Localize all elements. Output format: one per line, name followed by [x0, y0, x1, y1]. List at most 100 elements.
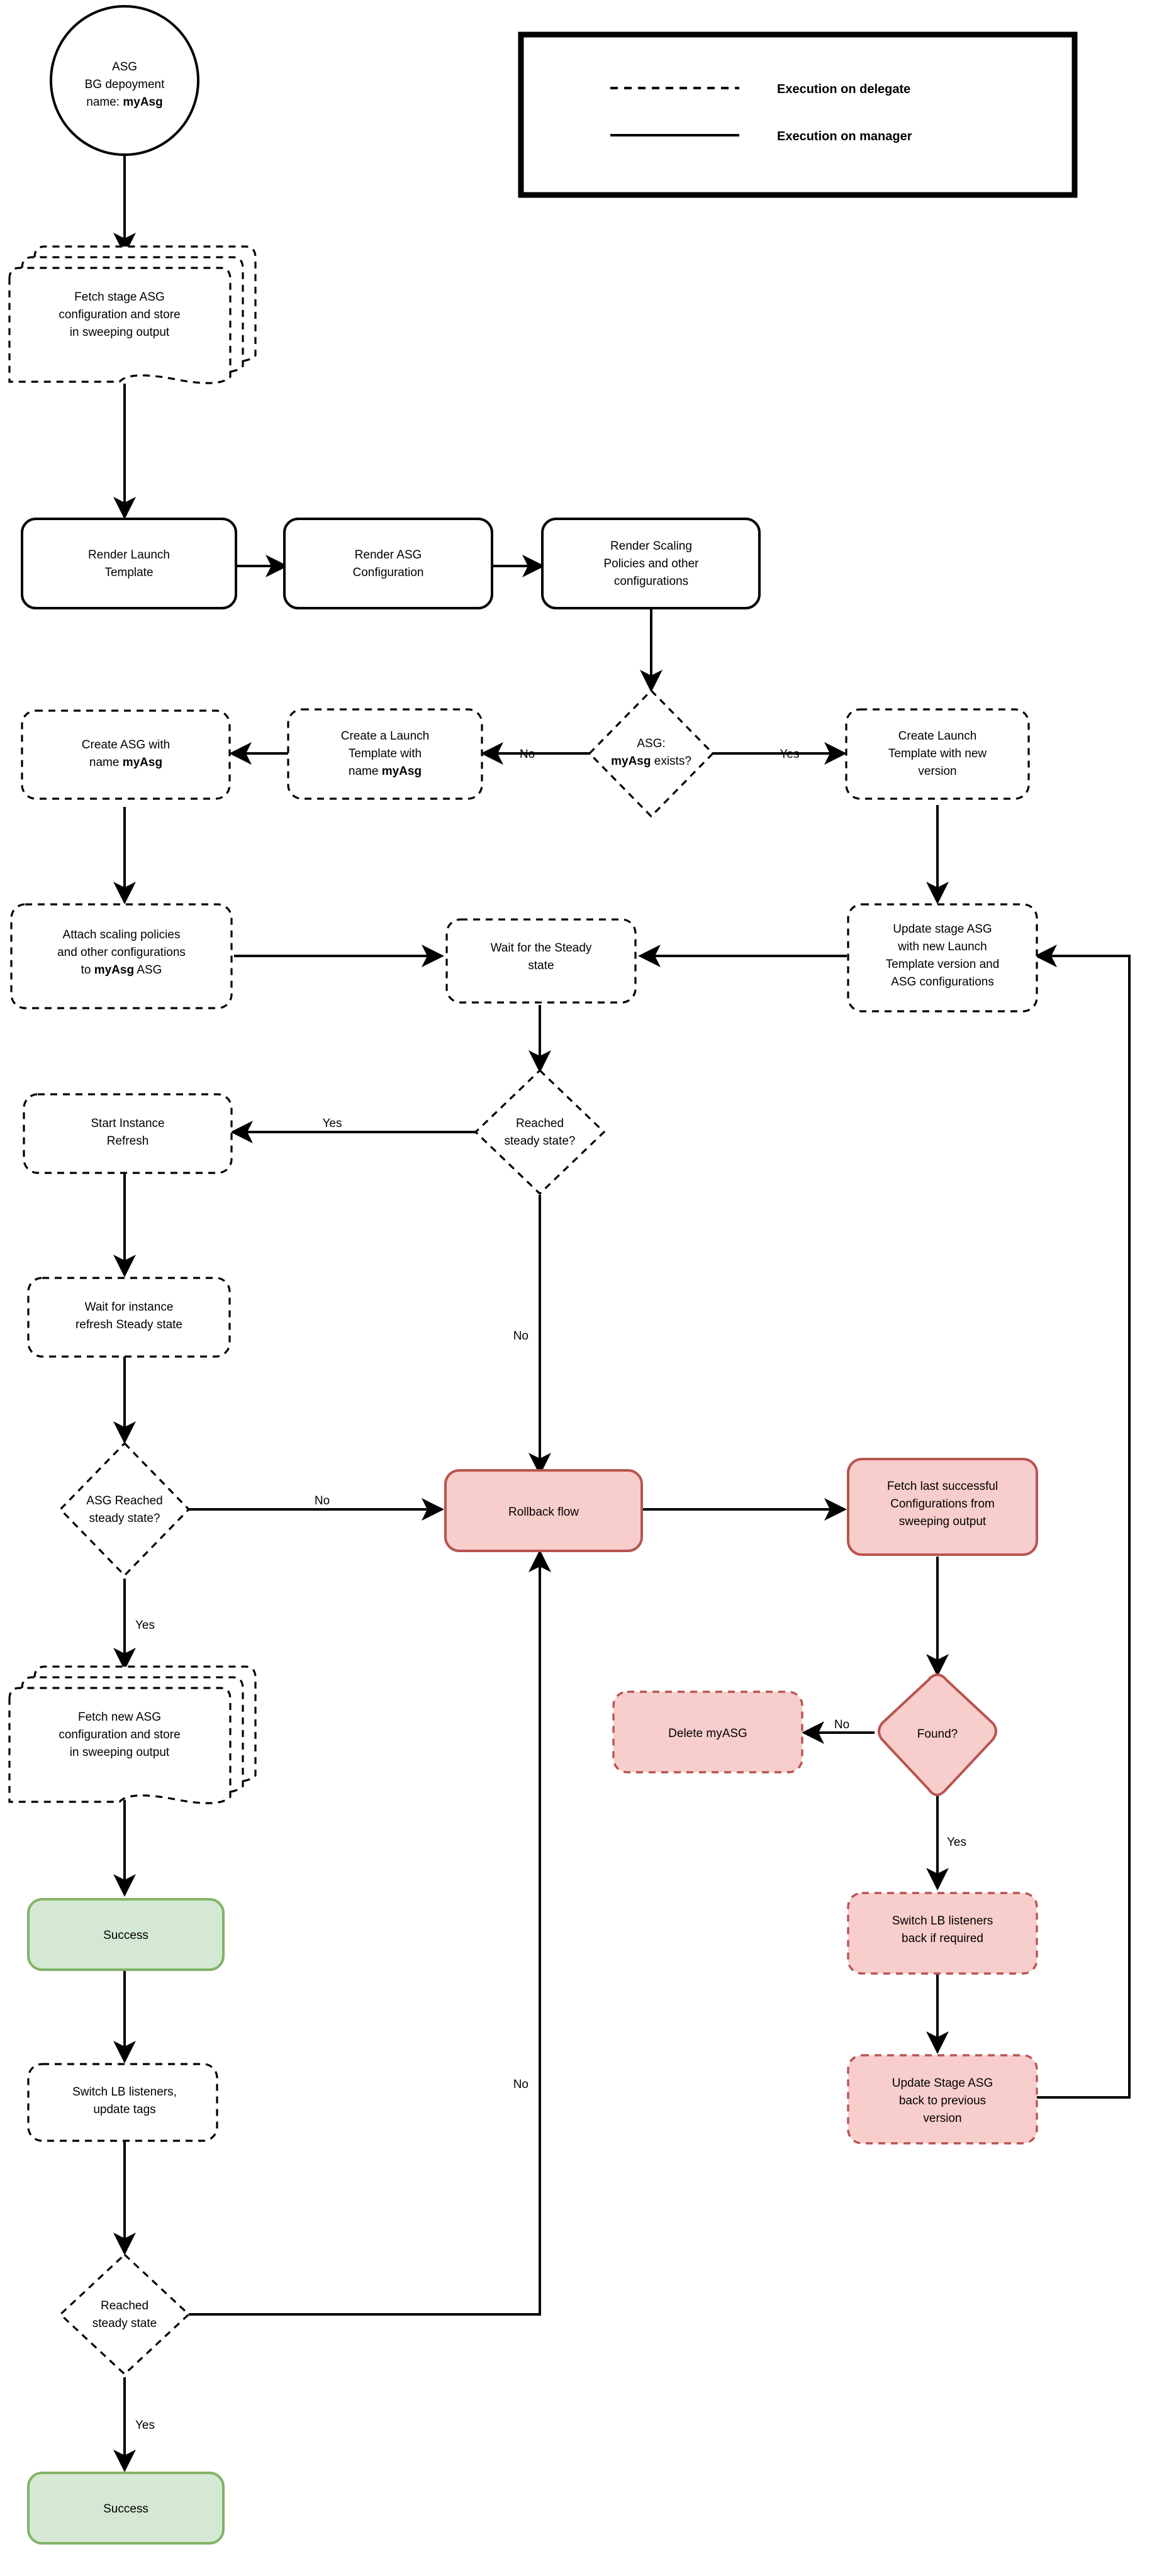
edge-label-no-asg-exists: No	[520, 748, 535, 761]
update-stage-back-line-3: version	[923, 2112, 961, 2125]
create-lt-new-line-3: version	[918, 765, 956, 778]
rollback-flow-box[interactable]	[444, 1469, 643, 1552]
legend-label-manager: Execution on manager	[777, 130, 912, 143]
switch-lb-back-box[interactable]	[847, 1892, 1038, 1975]
delete-myasg-box[interactable]	[612, 1690, 803, 1774]
node-create-asg[interactable]: Create ASG with name myAsg	[21, 709, 231, 800]
wait-steady-box[interactable]	[445, 918, 637, 1004]
edge-label-yes-asg-exists: Yes	[780, 748, 800, 761]
render-scaling-line-1: Render Scaling	[610, 540, 692, 553]
node-create-launch-template-named[interactable]: Create a Launch Template with name myAsg	[287, 708, 483, 800]
node-asg-exists-decision[interactable]: ASG: myAsg exists?	[588, 689, 715, 818]
switch-lb-tags-line-1: Switch LB listeners,	[72, 2085, 177, 2099]
asg-reached-diamond[interactable]	[59, 1441, 191, 1577]
update-stage-back-line-1: Update Stage ASG	[892, 2077, 993, 2090]
wait-refresh-line-1: Wait for instance	[85, 1301, 174, 1314]
fetch-last-line-3: sweeping output	[899, 1515, 987, 1528]
fetch-stage-line-3: in sweeping output	[70, 326, 170, 339]
render-scaling-line-2: Policies and other	[603, 557, 699, 570]
create-lt-named-line-1: Create a Launch	[341, 730, 430, 743]
edge-reached2-no-to-rollback	[189, 1550, 551, 2316]
reached-steady-line-1: Reached	[516, 1117, 564, 1130]
success1-box[interactable]	[27, 1898, 225, 1971]
create-asg-line-1: Create ASG with	[82, 738, 170, 752]
wait-steady-line-1: Wait for the Steady	[491, 941, 592, 955]
node-start[interactable]: ASG BG depoyment name: myAsg	[50, 5, 199, 156]
edge-label-layer: No Yes Yes No No Yes No Yes No Yes	[135, 748, 966, 2432]
edge-updateback-loop	[1034, 945, 1131, 2099]
node-reached-steady-state-2-decision[interactable]: Reached steady state	[59, 2253, 191, 2376]
attach-policies-box[interactable]	[10, 903, 233, 1009]
node-found-decision[interactable]: Found?	[878, 1673, 997, 1797]
switch-lb-back-line-2: back if required	[902, 1932, 983, 1945]
render-lt-line-2: Template	[104, 566, 153, 579]
create-lt-new-line-1: Create Launch	[898, 730, 977, 743]
node-wait-instance-refresh[interactable]: Wait for instance refresh Steady state	[27, 1277, 231, 1358]
create-asg-box[interactable]	[21, 709, 231, 800]
update-stage-back-line-2: back to previous	[899, 2094, 986, 2107]
start-refresh-line-2: Refresh	[107, 1135, 149, 1148]
success2-box[interactable]	[27, 2472, 225, 2545]
edge-layer: create a launch template --> create laun…	[113, 154, 1131, 2472]
node-rollback-flow[interactable]: Rollback flow	[444, 1469, 643, 1552]
start-line-1: ASG	[112, 60, 137, 74]
rollback-flow-label: Rollback flow	[508, 1506, 579, 1519]
node-update-stage-asg-back[interactable]: Update Stage ASG back to previous versio…	[847, 2054, 1038, 2145]
node-success-first[interactable]: Success	[27, 1898, 225, 1971]
node-start-instance-refresh[interactable]: Start Instance Refresh	[23, 1093, 233, 1174]
node-delete-myasg[interactable]: Delete myASG	[612, 1690, 803, 1774]
node-wait-for-steady-state[interactable]: Wait for the Steady state	[445, 918, 637, 1004]
render-lt-box[interactable]	[21, 518, 237, 609]
node-render-launch-template[interactable]: Render Launch Template	[21, 518, 237, 609]
edge-label-yes-reached-steady-2: Yes	[135, 2419, 155, 2432]
start-refresh-box[interactable]	[23, 1093, 233, 1174]
node-update-stage-asg[interactable]: Update stage ASG with new Launch Templat…	[847, 903, 1038, 1013]
reached-steady-2-line-2: steady state	[92, 2317, 157, 2330]
found-diamond[interactable]	[878, 1673, 997, 1797]
update-stage-box[interactable]	[847, 903, 1038, 1013]
reached-steady-diamond[interactable]	[474, 1069, 606, 1196]
fetch-last-line-1: Fetch last successful	[887, 1480, 998, 1493]
node-switch-lb-update-tags[interactable]: Switch LB listeners, update tags	[27, 2063, 218, 2142]
node-fetch-new-asg-config[interactable]: Fetch new ASG configuration and store in…	[8, 1665, 257, 1804]
render-asg-box[interactable]	[283, 518, 493, 609]
node-asg-reached-steady-decision[interactable]: ASG Reached steady state?	[59, 1441, 191, 1577]
create-lt-named-box[interactable]	[287, 708, 483, 800]
edge-label-no-reached-steady-2: No	[513, 2078, 528, 2091]
attach-line-1: Attach scaling policies	[63, 928, 181, 941]
node-render-scaling-policies[interactable]: Render Scaling Policies and other config…	[541, 518, 761, 609]
node-fetch-last-successful-config[interactable]: Fetch last successful Configurations fro…	[847, 1458, 1038, 1556]
node-attach-scaling-policies[interactable]: Attach scaling policies and other config…	[10, 903, 233, 1009]
node-reached-steady-state-decision[interactable]: Reached steady state?	[474, 1069, 606, 1196]
node-switch-lb-back[interactable]: Switch LB listeners back if required	[847, 1892, 1038, 1975]
node-success-final[interactable]: Success	[27, 2472, 225, 2545]
update-stage-line-1: Update stage ASG	[893, 923, 992, 936]
edge-label-no-found: No	[834, 1718, 849, 1731]
wait-refresh-box[interactable]	[27, 1277, 231, 1358]
attach-line-2: and other configurations	[57, 946, 186, 959]
edge-label-no-reached-steady: No	[513, 1330, 528, 1343]
fetch-new-doc-front[interactable]	[8, 1687, 232, 1804]
start-ellipse[interactable]	[50, 5, 199, 156]
start-line-2: BG depoyment	[85, 78, 165, 91]
create-lt-named-line-3: name myAsg	[349, 765, 422, 778]
reached-steady-line-2: steady state?	[504, 1135, 575, 1148]
node-create-launch-template-new-version[interactable]: Create Launch Template with new version	[845, 708, 1030, 800]
node-fetch-stage-asg[interactable]: Fetch stage ASG configuration and store …	[8, 245, 257, 384]
reached-steady-2-diamond[interactable]	[59, 2253, 191, 2376]
switch-lb-tags-box[interactable]	[27, 2063, 218, 2142]
node-render-asg-configuration[interactable]: Render ASG Configuration	[283, 518, 493, 609]
switch-lb-tags-line-2: update tags	[93, 2103, 155, 2116]
reached-steady-2-line-1: Reached	[101, 2299, 148, 2312]
fetch-new-line-3: in sweeping output	[70, 1746, 170, 1759]
update-stage-line-4: ASG configurations	[891, 975, 994, 989]
asg-exists-diamond[interactable]	[588, 689, 715, 818]
render-scaling-box[interactable]	[541, 518, 761, 609]
fetch-last-box[interactable]	[847, 1458, 1038, 1556]
update-stage-back-box[interactable]	[847, 2054, 1038, 2145]
fetch-stage-doc-front[interactable]	[8, 267, 232, 384]
legend-label-delegate: Execution on delegate	[777, 82, 910, 96]
create-lt-new-box[interactable]	[845, 708, 1030, 800]
render-asg-line-2: Configuration	[352, 566, 423, 579]
